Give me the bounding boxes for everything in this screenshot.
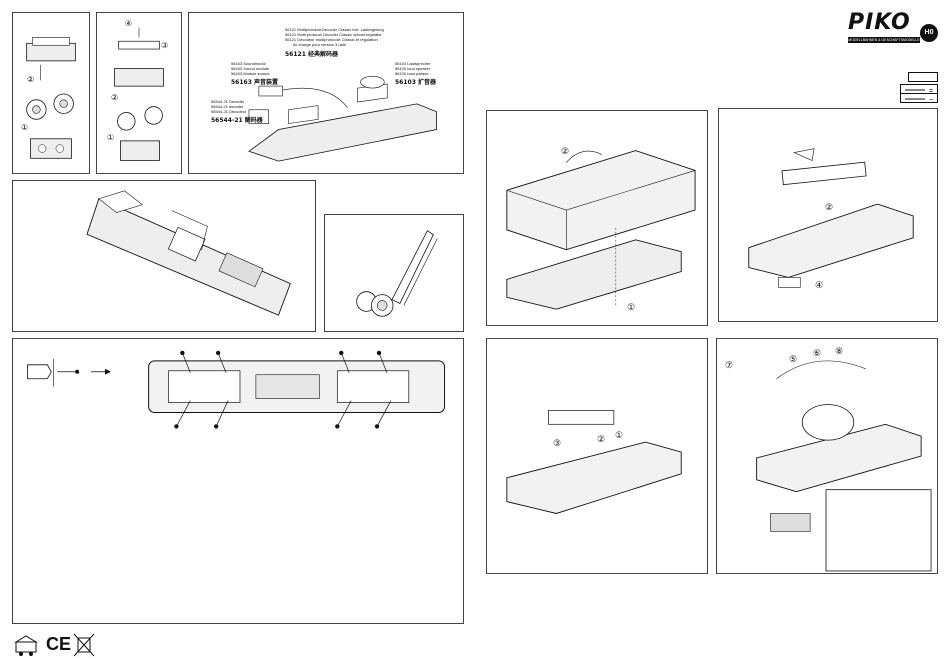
panel-bogie-wheels-b: ④ ③ ② ①	[96, 12, 182, 174]
decoder-caption-cn: 56121 经典解码器	[285, 51, 338, 58]
piko-logo: PIKO H0 MODELLBAHNEN & GESCHÄFTSMODELLE	[848, 10, 940, 46]
panel-bogie-wheels-a: ② ①	[12, 12, 90, 174]
decoder-caption-1: 56121 Multiprotokoll-Decoder Classic ink…	[285, 27, 384, 32]
step-2-marker-b: ②	[111, 93, 119, 102]
svg-text:=: =	[929, 88, 933, 95]
sound-caption-1: 56163 Soundmodul	[231, 61, 266, 66]
step-2-body: ②	[561, 146, 570, 156]
step-2-decoder: ②	[597, 434, 606, 444]
step-5-motor: ⑤	[789, 354, 798, 364]
dec-caption-cn: 56544-21 解码器	[211, 117, 263, 124]
dec-caption-1: 56544-21 Decoder	[211, 99, 245, 104]
panel-decoder-sound-overview: 56121 Multiprotokoll-Decoder Classic ink…	[188, 12, 464, 174]
speaker-caption-2: 56100 loud speaker	[395, 66, 431, 71]
step-2-marker: ②	[27, 75, 35, 84]
logo-tagline: MODELLBAHNEN & GESCHÄFTSMODELLE	[848, 37, 920, 43]
weee-bin-icon	[73, 633, 95, 657]
panel-motor-exploded: ⑦ ⑤ ⑥ ⑧	[716, 338, 938, 574]
logo-wordmark: PIKO	[848, 10, 911, 35]
step-4-marker: ④	[125, 19, 133, 28]
sound-caption-3: 56163 Module sonore	[231, 71, 270, 76]
panel-roof-exploded: ② ④	[718, 108, 938, 322]
dec-caption-2: 56544-21 decoder	[211, 104, 244, 109]
step-8-motor: ⑧	[835, 346, 844, 356]
step-3-marker: ③	[161, 41, 169, 50]
ac-track-icon: ~	[905, 97, 933, 104]
symbol-box-3: ~	[900, 93, 938, 104]
dc-track-icon: =	[905, 88, 933, 95]
panel-wheel-tweezers	[324, 214, 464, 332]
h0-badge: H0	[920, 24, 938, 42]
panel-chassis-perspective	[12, 180, 316, 332]
panel-top-view-wiring	[12, 338, 464, 624]
sound-caption-cn: 56163 声音装置	[231, 79, 278, 86]
step-7-motor: ⑦	[725, 360, 734, 370]
decoder-caption-4: de charge pour version 3 rails	[293, 42, 346, 47]
step-1-marker-b: ①	[107, 133, 115, 142]
step-3-decoder: ③	[553, 438, 562, 448]
step-1-body: ①	[627, 302, 636, 312]
step-1-marker: ①	[21, 123, 29, 132]
step-6-motor: ⑥	[813, 348, 822, 358]
rolling-stock-icon	[14, 635, 38, 656]
speaker-caption-3: 56100 haut parleur	[395, 71, 429, 76]
dec-caption-3: 56544-21 Décodeur	[211, 109, 247, 114]
footer-icons: CE	[14, 632, 104, 658]
panel-decoder-install: ③ ② ①	[486, 338, 708, 574]
sound-caption-2: 56163 Sound module	[231, 66, 270, 71]
symbol-box-1	[908, 72, 938, 82]
speaker-caption-cn: 56103 扩音器	[395, 79, 436, 86]
panel-body-removal: ② ①	[486, 110, 708, 326]
step-2-roof: ②	[825, 202, 834, 212]
decoder-caption-2: 56121 Multi protocoll Decoder Classic w/…	[285, 32, 382, 37]
speaker-caption-1: 56103 Lautsprecher	[395, 61, 431, 66]
ce-mark-icon: CE	[46, 634, 72, 654]
step-1-decoder: ①	[615, 430, 624, 440]
svg-text:~: ~	[929, 97, 933, 104]
step-4-roof: ④	[815, 280, 824, 290]
decoder-caption-3: 56121 Décodeur multiprotocole Classic et…	[285, 37, 378, 42]
